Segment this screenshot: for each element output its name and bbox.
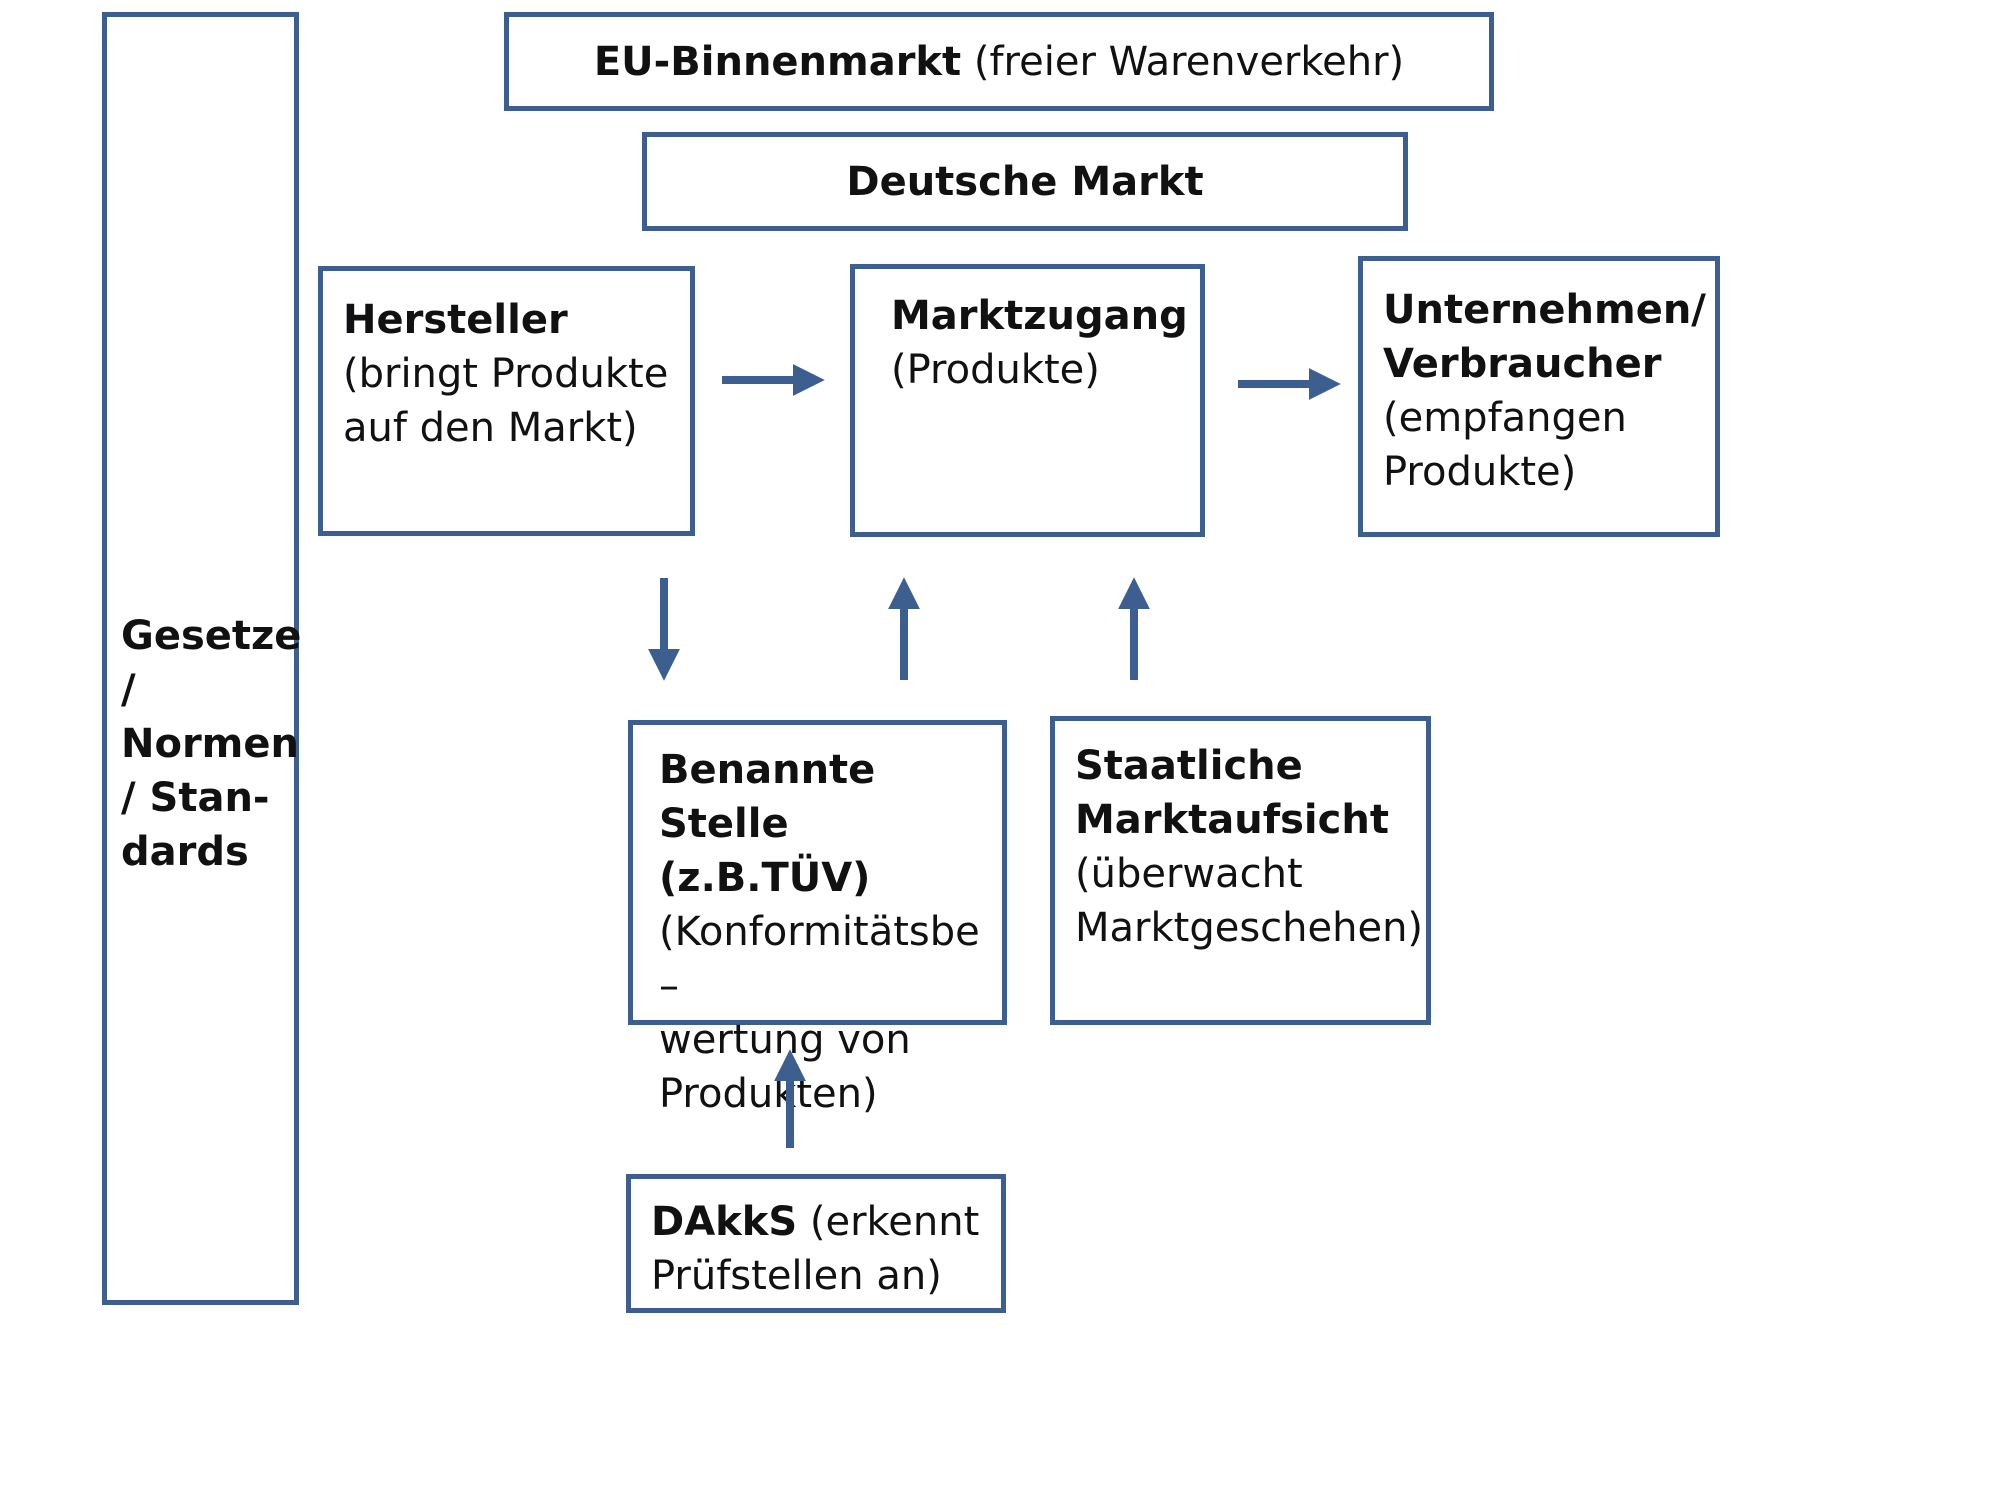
consumers-title-1: Unternehmen/	[1383, 287, 1706, 333]
manufacturer-line-1: (bringt Produkte	[343, 351, 669, 397]
eu-market-rest: (freier Warenverkehr)	[961, 38, 1405, 85]
laws-line-5: dards	[121, 829, 249, 875]
notified-body-title-1: Benannte Stelle	[659, 747, 876, 847]
eu-market-label: EU-Binnenmarkt (freier Warenverkehr)	[594, 39, 1404, 85]
dakks-rest: (erkennt	[797, 1199, 980, 1245]
market-access-box: Marktzugang (Produkte)	[850, 264, 1205, 537]
notified-body-title-2: (z.B.TÜV)	[659, 855, 871, 901]
manufacturer-title: Hersteller	[343, 297, 568, 343]
dakks-bold: DAkkS	[651, 1199, 798, 1245]
eu-market-box: EU-Binnenmarkt (freier Warenverkehr)	[504, 12, 1494, 111]
consumers-line-2: Produkte)	[1383, 449, 1577, 495]
market-surveillance-line-1: (überwacht	[1075, 851, 1303, 897]
laws-line-3: Normen	[121, 721, 299, 767]
laws-line-4: / Stan-	[121, 775, 270, 821]
consumers-box: Unternehmen/ Verbraucher (empfangen Prod…	[1358, 256, 1720, 537]
manufacturer-line-2: auf den Markt)	[343, 405, 638, 451]
notified-body-line-1: (Konformitätsbe –	[659, 909, 980, 1009]
market-surveillance-box: Staatliche Marktaufsicht (überwacht Mark…	[1050, 716, 1431, 1025]
notified-body-line-3: Produkten)	[659, 1071, 878, 1117]
market-access-title: Marktzugang	[891, 293, 1188, 339]
laws-line-2: /	[121, 667, 136, 713]
notified-body-box: Benannte Stelle (z.B.TÜV) (Konformitätsb…	[628, 720, 1007, 1117]
dakks-line-1: DAkkS (erkennt	[651, 1195, 1001, 1249]
market-surveillance-title-2: Marktaufsicht	[1075, 797, 1389, 843]
laws-standards-box: Gesetze / Normen / Stan- dards	[102, 12, 302, 1305]
german-market-label: Deutsche Markt	[846, 158, 1204, 205]
consumers-title-2: Verbraucher	[1383, 341, 1662, 387]
dakks-line-2: Prüfstellen an)	[651, 1253, 942, 1299]
market-surveillance-title-1: Staatliche	[1075, 743, 1303, 789]
laws-line-1: Gesetze	[121, 613, 302, 659]
market-access-line-1: (Produkte)	[891, 347, 1100, 393]
eu-market-bold: EU-Binnenmarkt	[593, 38, 962, 85]
dakks-box: DAkkS (erkennt Prüfstellen an)	[626, 1174, 1006, 1313]
manufacturer-box: Hersteller (bringt Produkte auf den Mark…	[318, 266, 695, 536]
consumers-line-1: (empfangen	[1383, 395, 1627, 441]
german-market-box: Deutsche Markt	[642, 132, 1408, 231]
market-surveillance-line-2: Marktgeschehen)	[1075, 905, 1424, 951]
